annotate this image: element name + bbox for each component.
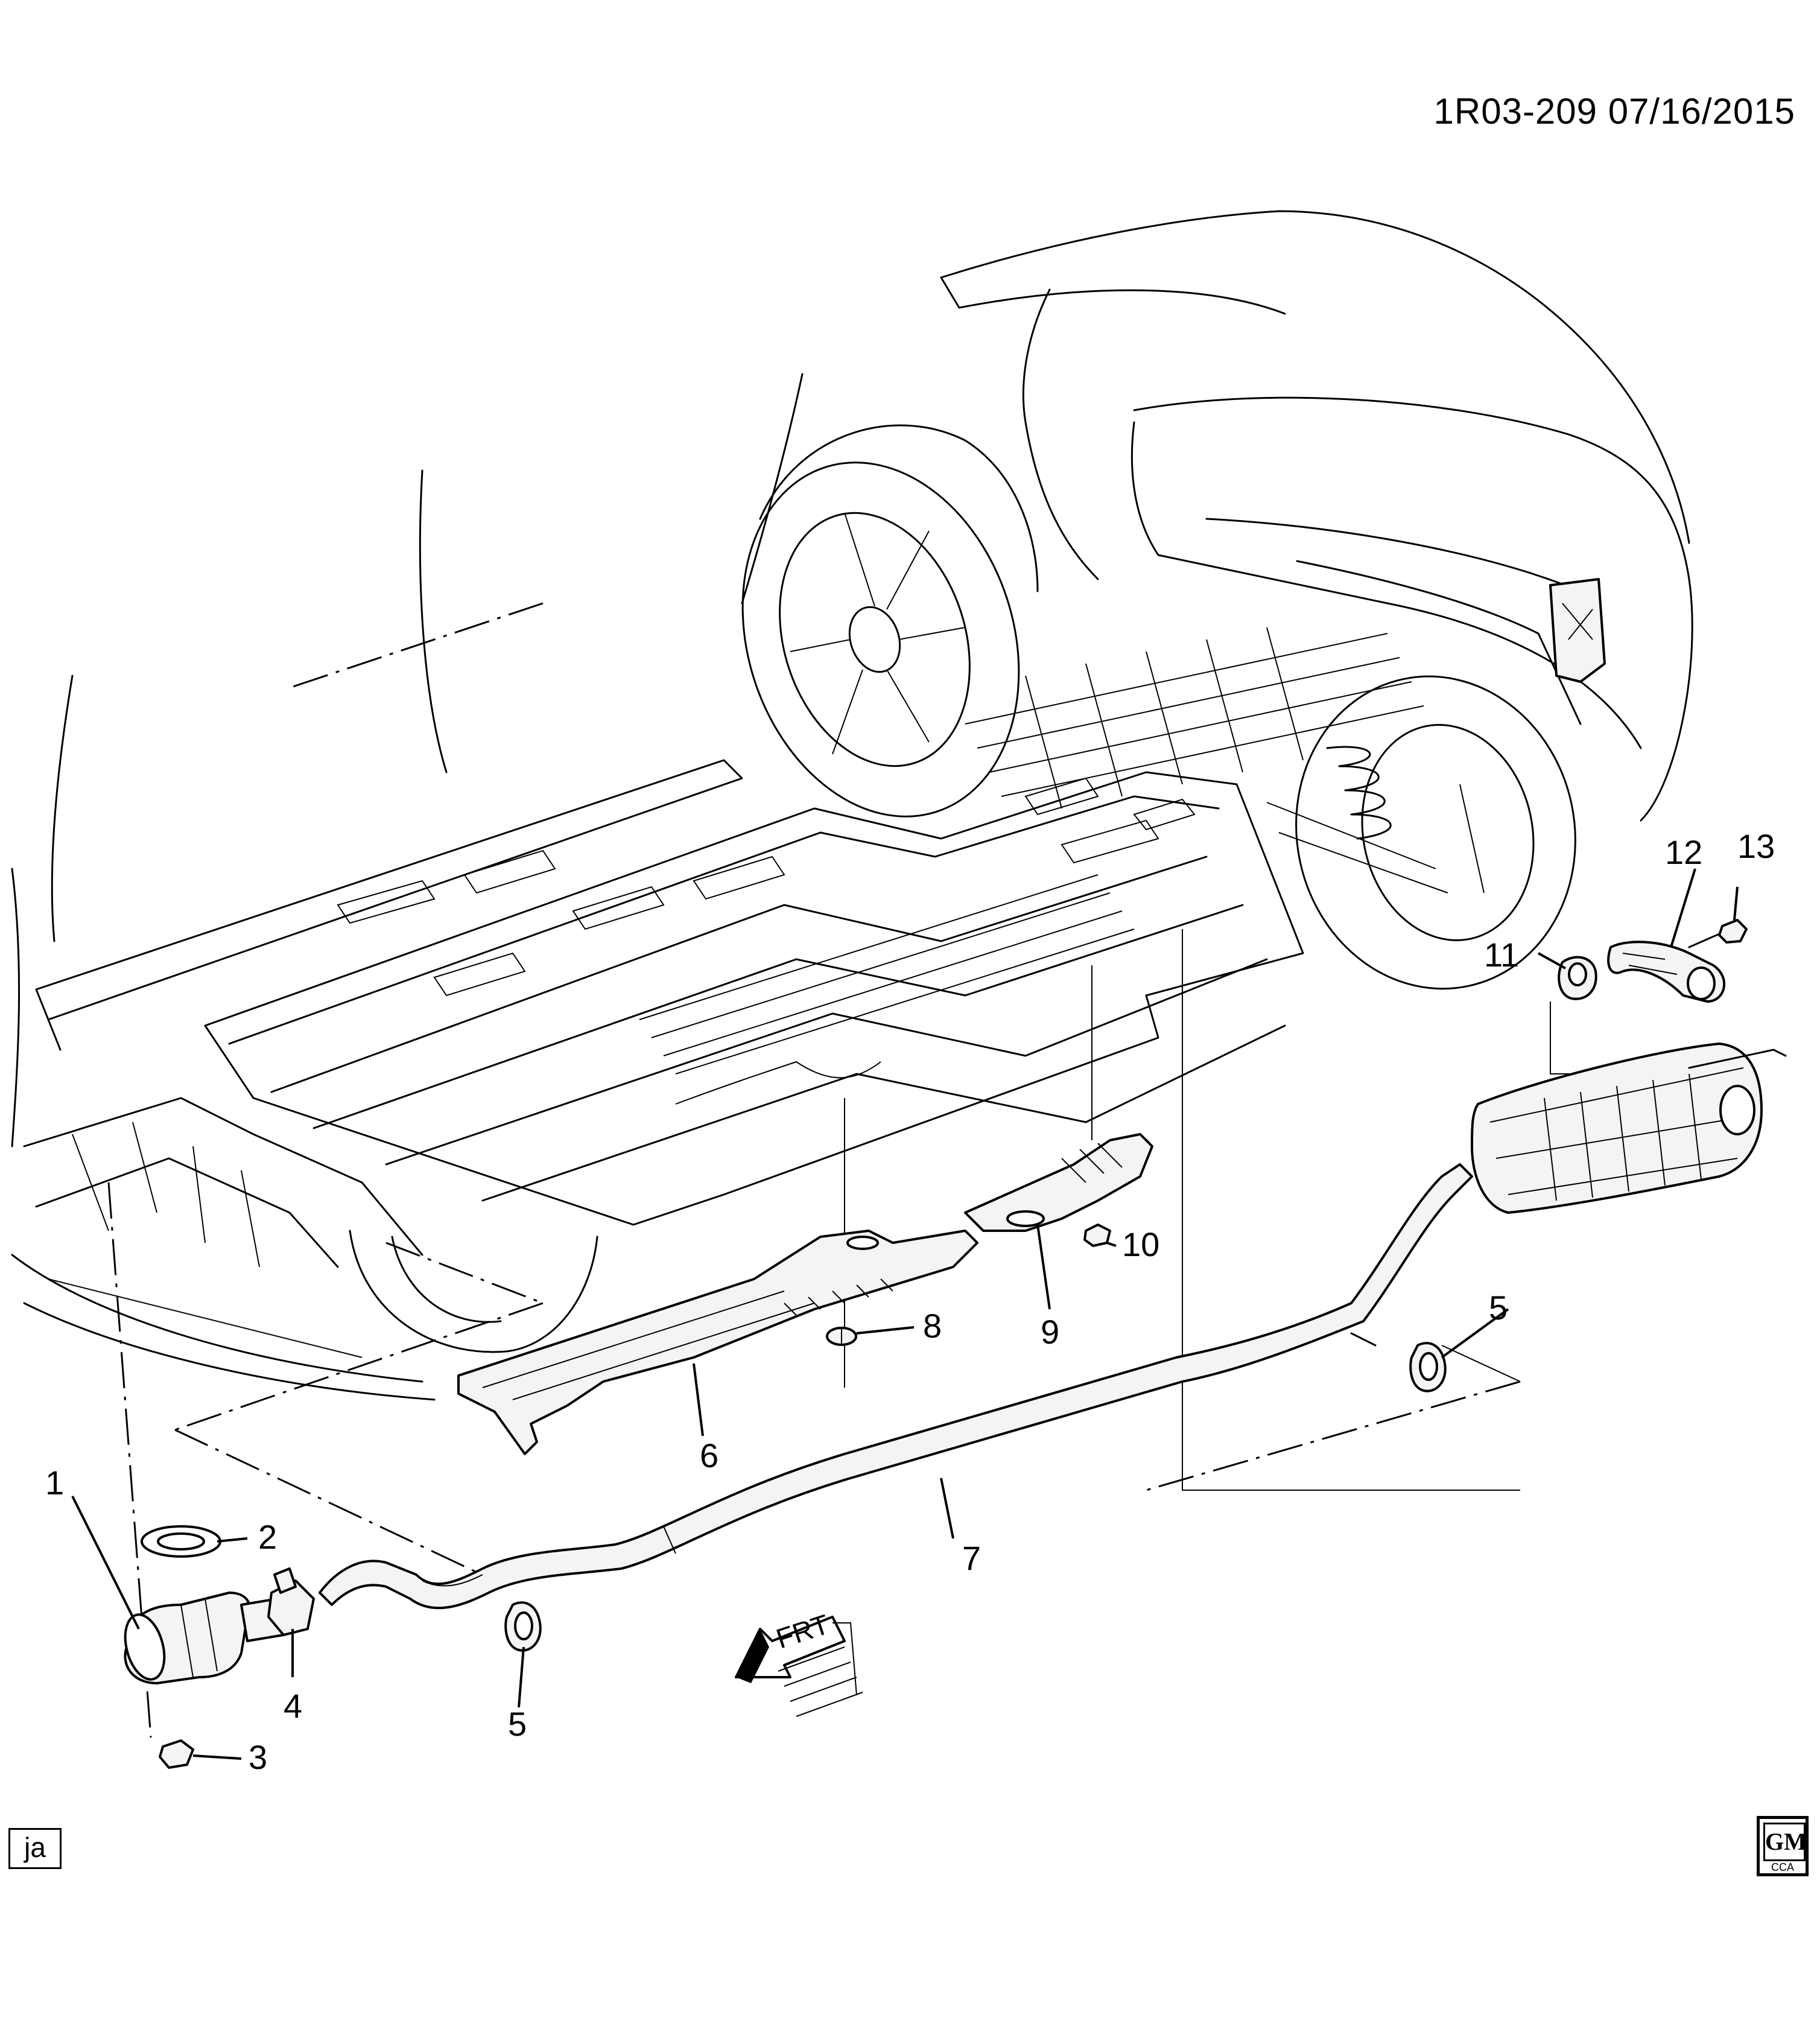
callout-1: 1 bbox=[45, 1464, 65, 1502]
front-wheel bbox=[349, 1230, 598, 1353]
part-12-bracket bbox=[1607, 941, 1725, 1003]
part-1-exhaust-pipe bbox=[124, 1592, 285, 1684]
callout-5-rear: 5 bbox=[1489, 1289, 1508, 1327]
gm-logo: GM CCA bbox=[1757, 1816, 1809, 1876]
callout-2: 2 bbox=[258, 1518, 277, 1556]
callout-7: 7 bbox=[962, 1539, 981, 1577]
callout-12: 12 bbox=[1665, 833, 1703, 871]
gm-logo-text: GM bbox=[1763, 1823, 1807, 1861]
part-13-bolt bbox=[1688, 919, 1748, 948]
artist-code-box: ja bbox=[8, 1828, 62, 1869]
part-5-insulator-rear bbox=[1409, 1342, 1447, 1392]
part-10-nut bbox=[1083, 1224, 1111, 1247]
callout-10: 10 bbox=[1122, 1225, 1160, 1263]
callout-4: 4 bbox=[284, 1687, 303, 1725]
rear-wheel-right bbox=[1266, 675, 1576, 990]
front-arrow-icon bbox=[735, 1616, 863, 1717]
callout-11: 11 bbox=[1484, 936, 1520, 974]
part-8-nut bbox=[826, 1327, 857, 1346]
callout-8: 8 bbox=[923, 1307, 942, 1345]
part-5-insulator-front bbox=[504, 1601, 542, 1652]
callout-3: 3 bbox=[249, 1738, 268, 1776]
body-hanger-bracket bbox=[1549, 578, 1606, 683]
part-4-clamp bbox=[267, 1567, 315, 1636]
callout-13: 13 bbox=[1737, 827, 1775, 865]
part-11-insulator bbox=[1558, 956, 1597, 1000]
part-3-nut bbox=[159, 1739, 194, 1769]
part-7-exhaust-pipe-muffler bbox=[319, 1043, 1787, 1610]
callout-6: 6 bbox=[700, 1436, 719, 1474]
gm-logo-subtext: CCA bbox=[1771, 1861, 1794, 1873]
diagram-code: 1R03-209 07/16/2015 bbox=[1433, 91, 1795, 132]
part-2-gasket bbox=[141, 1525, 221, 1558]
underbody-panel bbox=[23, 627, 1424, 1358]
callout-5-front: 5 bbox=[508, 1705, 527, 1743]
callout-9: 9 bbox=[1041, 1313, 1060, 1351]
rear-wheel-upper bbox=[741, 424, 1039, 817]
part-6-heat-shield bbox=[457, 1230, 978, 1455]
vehicle-body bbox=[11, 210, 1693, 1401]
leader-lines bbox=[71, 868, 1739, 1760]
part-9-heat-shield bbox=[964, 1133, 1153, 1232]
